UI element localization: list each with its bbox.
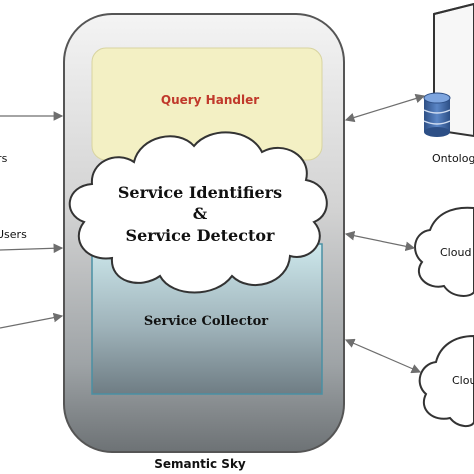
- ontology-label-fragment: Ontology: [432, 152, 474, 165]
- cloud-line-1: Service Identifiers: [118, 183, 282, 202]
- cloud-line-2: &: [193, 204, 208, 223]
- query-handler-label: Query Handler: [161, 93, 259, 107]
- cloud-upper-label-fragment: Cloud: [440, 246, 471, 259]
- external-cloud-upper: [414, 206, 474, 297]
- left-label-top-fragment: irs: [0, 152, 8, 165]
- cloud-line-3: Service Detector: [126, 226, 275, 245]
- service-collector-label: Service Collector: [144, 314, 268, 329]
- external-cloud-lower: [418, 334, 474, 428]
- right-arrow-cloud-upper: [344, 230, 416, 252]
- cloud-lower-label-fragment: Clou: [452, 374, 474, 387]
- left-arrow-middle: [0, 243, 64, 254]
- right-arrow-ontology: [344, 93, 426, 123]
- left-arrow-bottom: [0, 312, 64, 329]
- service-identifier-cloud: [68, 131, 328, 294]
- left-label-users-fragment: Users: [0, 228, 27, 241]
- semantic-sky-label: Semantic Sky: [154, 457, 246, 471]
- ontology-database-icon: [423, 92, 451, 137]
- right-arrow-cloud-lower: [344, 338, 422, 374]
